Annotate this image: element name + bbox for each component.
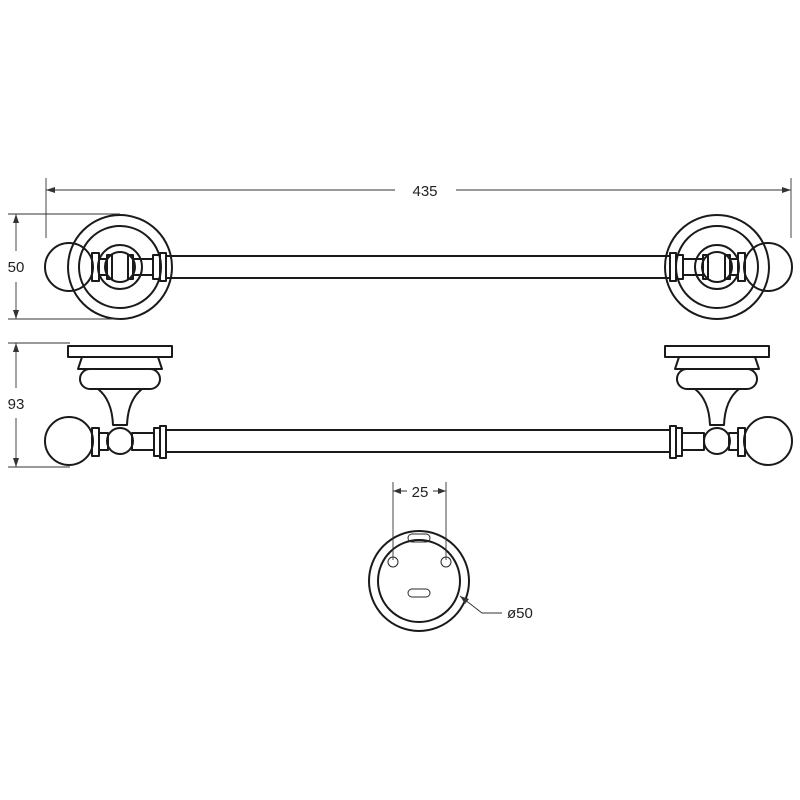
dimension-projection: 93 — [8, 342, 70, 468]
dimension-hole-spacing: 25 — [392, 482, 447, 560]
mounting-slot — [407, 588, 431, 598]
side-view — [44, 345, 793, 466]
dimension-plate-height: 50 — [8, 213, 120, 320]
left-wall-plate — [67, 214, 173, 320]
side-rail — [165, 429, 671, 453]
left-connector — [91, 252, 167, 282]
dimension-label-length: 435 — [412, 183, 437, 200]
right-finial-ball — [743, 242, 793, 292]
right-bracket — [664, 345, 770, 426]
dimension-label-hole-spacing: 25 — [412, 484, 429, 501]
dimension-plate-diameter: ø50 — [459, 595, 533, 622]
left-side-finial — [44, 416, 94, 466]
left-bracket — [67, 345, 173, 426]
right-side-connector — [669, 425, 746, 459]
plate-detail-view — [368, 530, 470, 632]
dimension-overall-length: 435 — [45, 178, 792, 238]
right-wall-plate — [664, 214, 770, 320]
mounting-slot — [407, 533, 431, 543]
left-side-connector — [91, 425, 167, 459]
right-side-finial — [743, 416, 793, 466]
dimension-label-projection: 93 — [8, 396, 25, 413]
dimension-label-height: 50 — [8, 259, 25, 276]
towel-rail — [165, 255, 671, 279]
right-connector — [669, 252, 746, 282]
dimension-label-diameter: ø50 — [507, 605, 533, 622]
front-view — [44, 214, 793, 320]
